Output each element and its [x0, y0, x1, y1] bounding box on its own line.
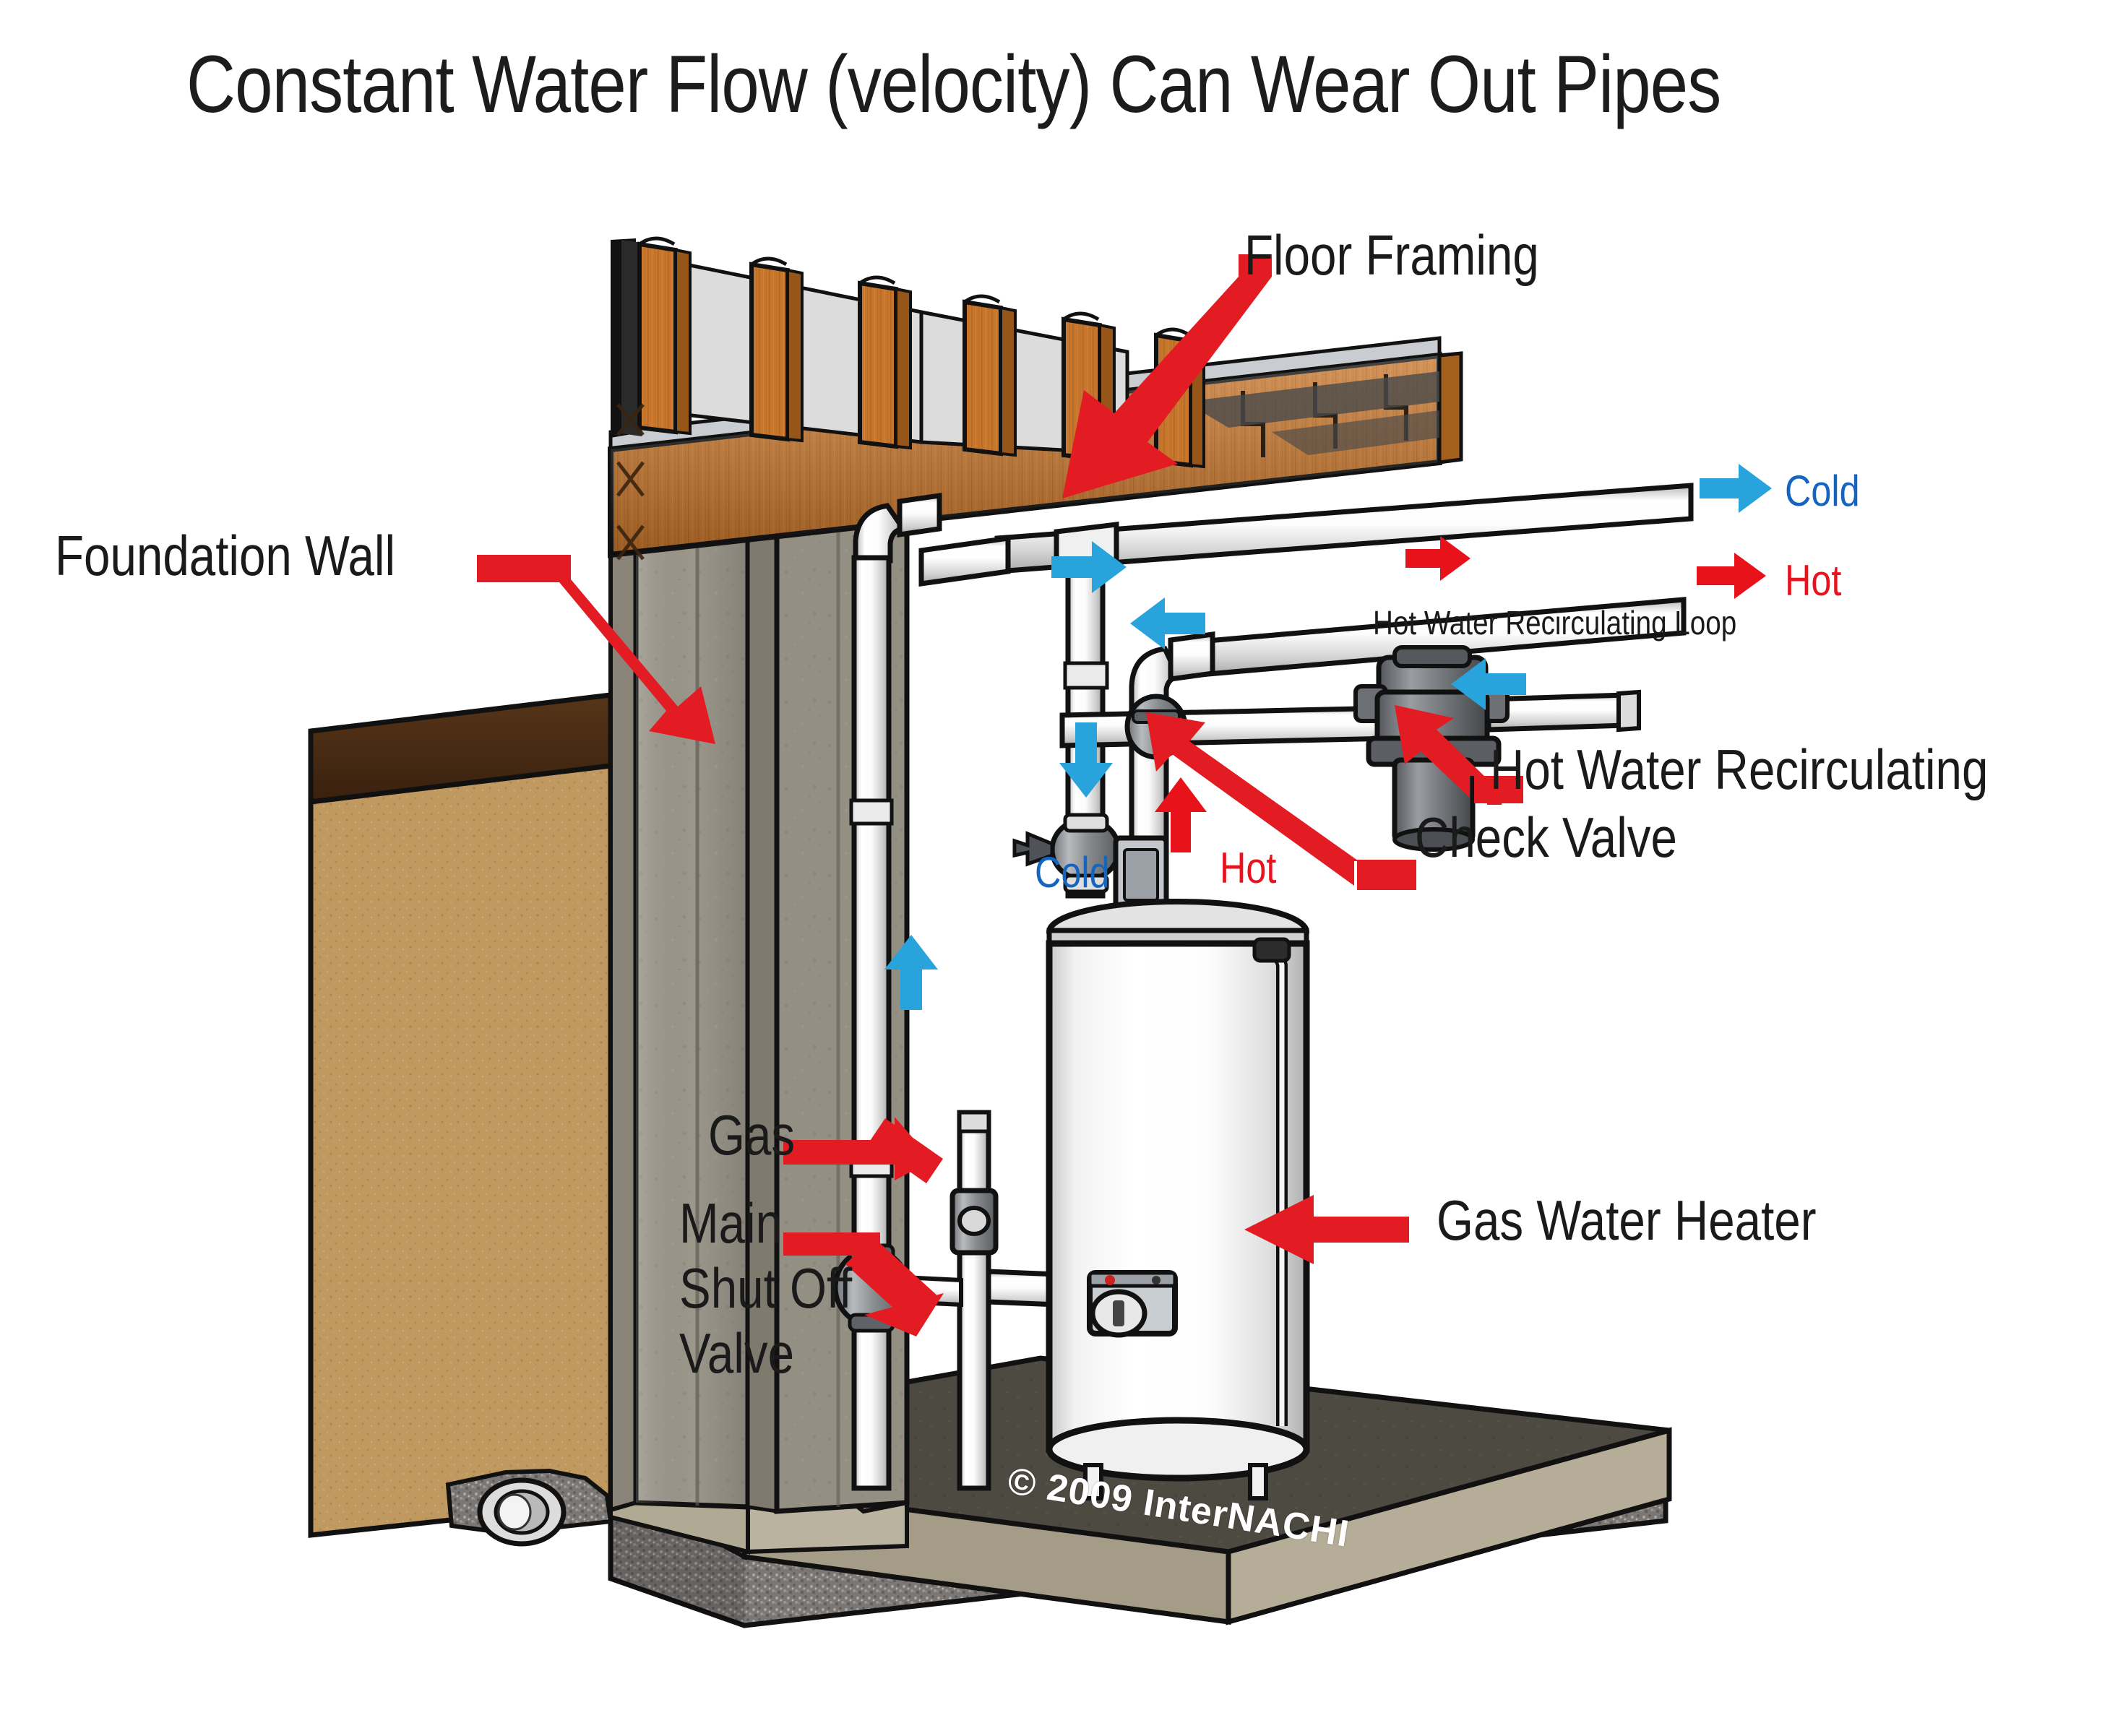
hot-supply-pipe	[1129, 597, 1687, 718]
check-valve-arrow	[1146, 712, 1395, 890]
hot-water-recirculating-arrow	[1395, 705, 1502, 805]
cold-arrow-supply-top	[1051, 541, 1127, 593]
main-shut-off-label-line2: Shut Off	[679, 1256, 853, 1320]
cold-arrow-down-riser	[1059, 722, 1113, 798]
soil-block	[308, 690, 638, 1538]
main-shut-off-label-line3: Valve	[679, 1321, 795, 1385]
cold-flow-label-tank: Cold	[1035, 848, 1110, 897]
cold-arrow-right-legend	[1700, 464, 1772, 513]
page-title: Constant Water Flow (velocity) Can Wear …	[186, 39, 1721, 129]
gas-shut-off-valve	[950, 1188, 999, 1256]
hot-arrow-loop-top	[1405, 536, 1470, 581]
foundation-wall-label: Foundation Wall	[55, 524, 396, 587]
recirculating-loop-label: Hot Water Recirculating Loop	[1373, 604, 1737, 642]
cold-arrow-wall-up	[884, 935, 938, 1010]
gas-label: Gas	[708, 1103, 796, 1167]
flow-arrows	[884, 464, 1772, 1010]
tp-drain-tube	[1252, 937, 1291, 1426]
foundation-wall-arrow	[477, 555, 715, 744]
gas-water-heater-tank	[1046, 899, 1310, 1500]
hot-flow-label-right: Hot	[1785, 556, 1842, 605]
cold-arrow-branch-left	[1130, 597, 1205, 649]
piping	[832, 483, 1694, 1491]
main-shut-off-valve-arrow	[783, 1232, 880, 1256]
floor-framing-label: Floor Framing	[1244, 223, 1539, 287]
wall-studs	[611, 236, 1205, 561]
hot-flow-label-tank: Hot	[1220, 844, 1277, 892]
cold-arrow-return-loop	[1451, 658, 1526, 710]
check-valve-label: Check Valve	[1415, 806, 1677, 869]
gas-water-heater-label: Gas Water Heater	[1437, 1188, 1817, 1252]
footing-drain	[445, 1468, 613, 1547]
tank-cold-inlet-valve	[1012, 813, 1121, 894]
hot-arrow-right-legend	[1697, 553, 1766, 599]
main-shut-off-label-line1: Main	[679, 1191, 783, 1255]
gas-control-valve	[1087, 1270, 1178, 1338]
hot-water-recirculating-label: Hot Water Recirculating	[1490, 738, 1989, 801]
floor-framing-arrow	[1062, 254, 1272, 498]
cold-flow-label-right: Cold	[1785, 467, 1860, 515]
gas-water-heater-arrow	[1244, 1195, 1409, 1264]
callout-arrows	[477, 254, 1523, 1336]
hot-arrow-riser-up	[1155, 777, 1207, 852]
